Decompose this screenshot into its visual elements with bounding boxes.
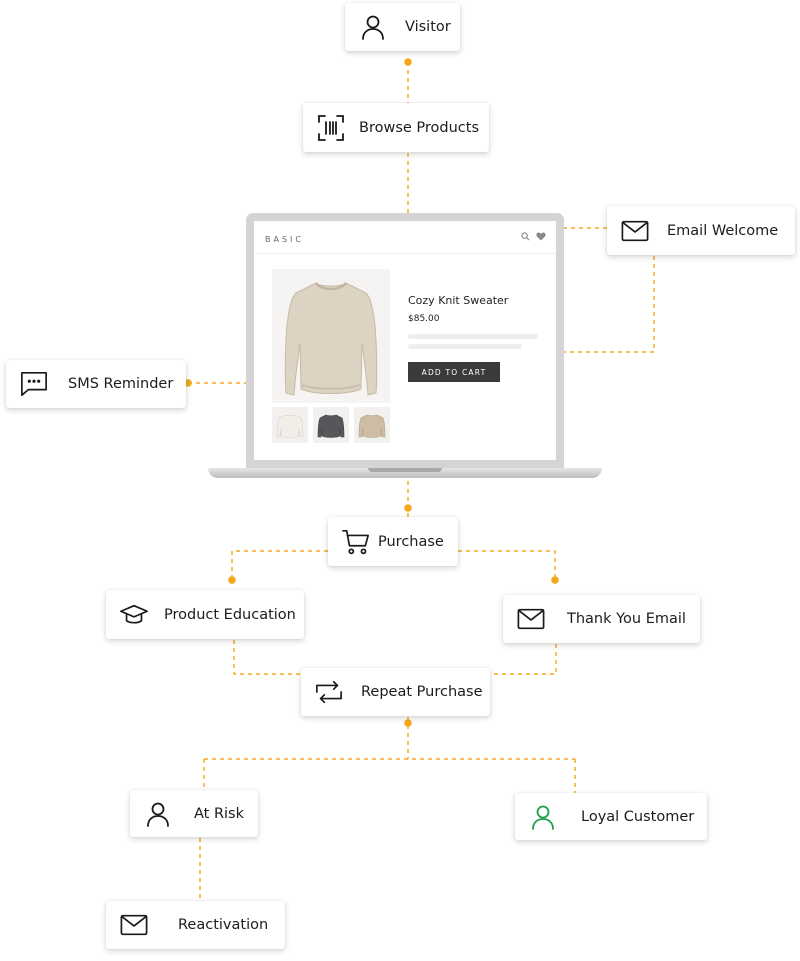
graduation-cap-icon (120, 601, 148, 629)
node-repeat-purchase: Repeat Purchase (301, 668, 490, 716)
laptop-screen-frame: BASIC (246, 213, 564, 468)
chat-bubble-icon (20, 370, 48, 398)
connector-thankyou-repeat (490, 644, 557, 675)
node-sms-reminder: SMS Reminder (6, 360, 186, 408)
connector-dot (228, 576, 236, 584)
store-brand: BASIC (265, 235, 304, 244)
product-thumbnail-cream[interactable] (272, 407, 308, 443)
node-thank-you-email: Thank You Email (503, 595, 700, 643)
laptop-notch (368, 468, 442, 472)
thumbnail-sweater-charcoal (317, 414, 345, 438)
add-to-cart-button[interactable]: ADD TO CART (408, 362, 500, 382)
product-price: $85.00 (408, 314, 440, 324)
connector-purchase-thankyou (458, 550, 556, 580)
connector-dot (184, 379, 192, 387)
laptop-screen: BASIC (254, 221, 556, 460)
node-visitor-label: Visitor (405, 19, 451, 35)
product-image (272, 269, 390, 403)
envelope-icon (120, 911, 148, 939)
store-header-divider (254, 253, 556, 254)
node-loyal-customer: Loyal Customer (515, 793, 707, 840)
heart-icon (536, 232, 546, 241)
description-placeholder-line (408, 344, 522, 349)
node-reactivation: Reactivation (106, 901, 285, 949)
laptop-base (208, 468, 602, 478)
thumbnail-sweater-beige (358, 414, 386, 438)
shopping-cart-icon (342, 528, 370, 556)
product-thumbnail-charcoal[interactable] (313, 407, 349, 443)
node-product-education: Product Education (106, 590, 304, 639)
node-at-risk: At Risk (130, 790, 258, 837)
connector-dot (404, 504, 412, 512)
product-thumbnail-beige[interactable] (354, 407, 390, 443)
node-product-education-label: Product Education (164, 606, 296, 623)
node-visitor: Visitor (345, 3, 460, 51)
node-repeat-purchase-label: Repeat Purchase (361, 684, 483, 700)
connector-dot (404, 719, 412, 727)
laptop-storefront: BASIC (208, 213, 602, 481)
node-sms-reminder-label: SMS Reminder (68, 376, 174, 392)
repeat-icon (315, 678, 343, 706)
node-at-risk-label: At Risk (194, 805, 245, 822)
node-reactivation-label: Reactivation (178, 917, 269, 933)
product-name: Cozy Knit Sweater (408, 294, 509, 307)
barcode-icon (317, 114, 345, 142)
envelope-icon (621, 217, 649, 245)
connector-dot (404, 58, 412, 66)
search-icon (521, 232, 530, 241)
node-browse-products: Browse Products (303, 103, 489, 152)
connector-purchase-education (231, 550, 328, 580)
node-purchase: Purchase (328, 517, 458, 566)
node-purchase-label: Purchase (378, 533, 444, 550)
node-browse-products-label: Browse Products (359, 119, 480, 136)
description-placeholder-line (408, 334, 538, 339)
connector-education-repeat (233, 640, 302, 675)
user-icon (144, 800, 172, 828)
user-icon (529, 803, 557, 831)
node-loyal-customer-label: Loyal Customer (581, 808, 695, 825)
user-icon (359, 13, 387, 41)
store-header-icons (521, 232, 546, 241)
node-email-welcome: Email Welcome (607, 206, 795, 255)
node-email-welcome-label: Email Welcome (667, 222, 779, 239)
node-thank-you-email-label: Thank You Email (567, 611, 686, 627)
thumbnail-sweater-cream (276, 414, 304, 438)
sweater-illustration (284, 282, 378, 396)
envelope-icon (517, 605, 545, 633)
connector-email-welcome-laptop (563, 256, 655, 353)
connector-dot (551, 576, 559, 584)
